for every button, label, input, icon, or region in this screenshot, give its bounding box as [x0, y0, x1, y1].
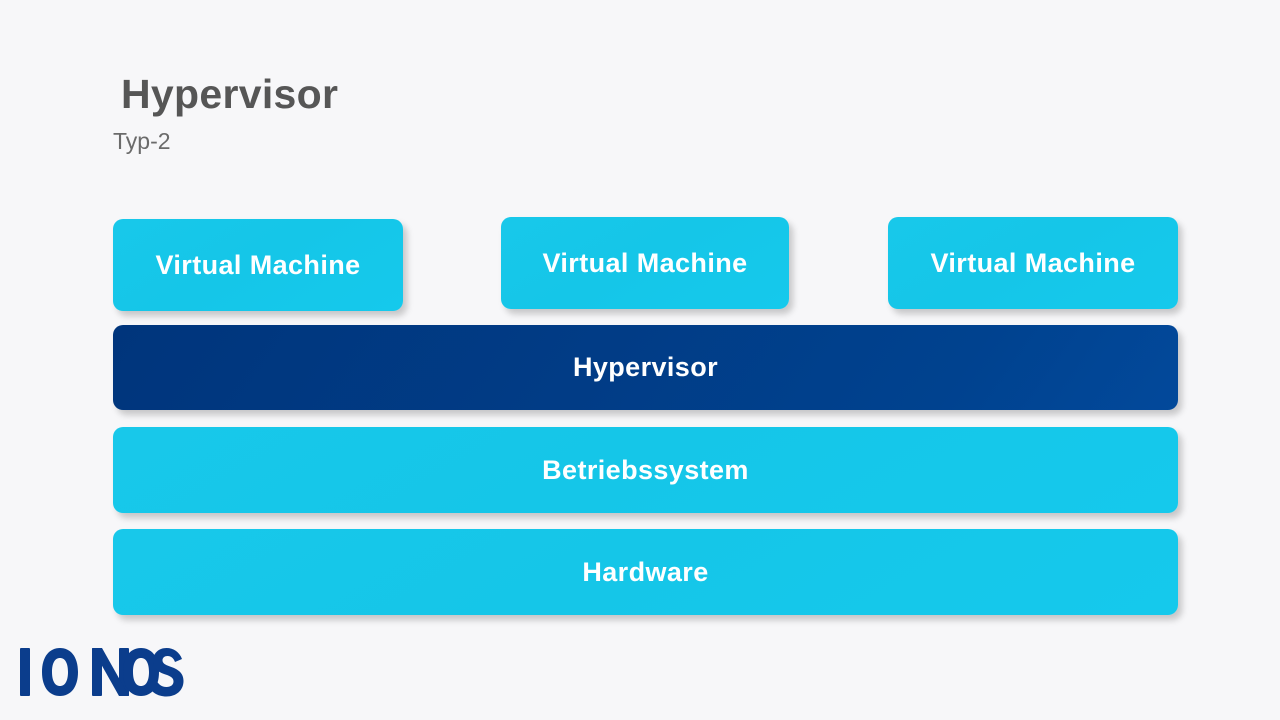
hypervisor-layer-label: Hypervisor [572, 352, 719, 382]
ionos-logo [18, 644, 188, 700]
hypervisor-layer-bar: Hypervisor [113, 325, 1178, 410]
virtual-machine-box-1: Virtual Machine [113, 219, 403, 311]
hardware-layer-bar: Hardware [113, 529, 1178, 615]
hardware-layer-label: Hardware [582, 556, 709, 587]
operating-system-layer-label: Betriebssystem [542, 454, 749, 485]
heading-block: Hypervisor Typ-2 [113, 74, 813, 153]
page-subtitle: Typ-2 [113, 128, 171, 154]
virtual-machine-label-3: Virtual Machine [930, 247, 1136, 278]
ionos-logo-icon [20, 648, 184, 697]
virtual-machine-box-2: Virtual Machine [501, 217, 789, 309]
operating-system-layer-bar: Betriebssystem [113, 427, 1178, 513]
virtual-machine-box-3: Virtual Machine [888, 217, 1178, 309]
virtual-machine-label-2: Virtual Machine [542, 247, 748, 278]
page-title: Hypervisor [121, 71, 339, 117]
virtual-machine-label-1: Virtual Machine [155, 249, 361, 280]
